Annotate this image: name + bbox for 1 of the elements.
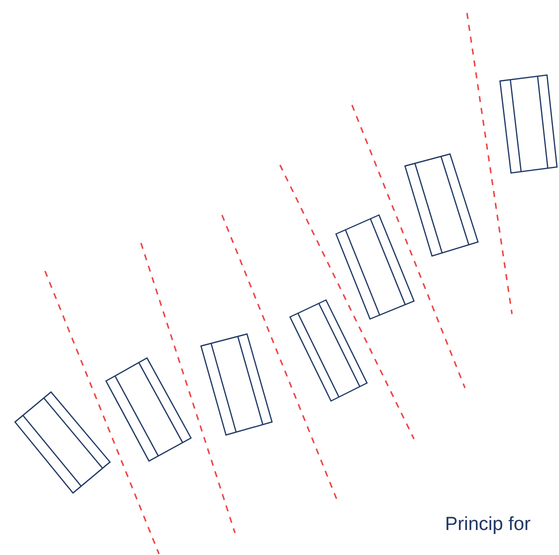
caption-text: Princip for	[445, 514, 531, 536]
